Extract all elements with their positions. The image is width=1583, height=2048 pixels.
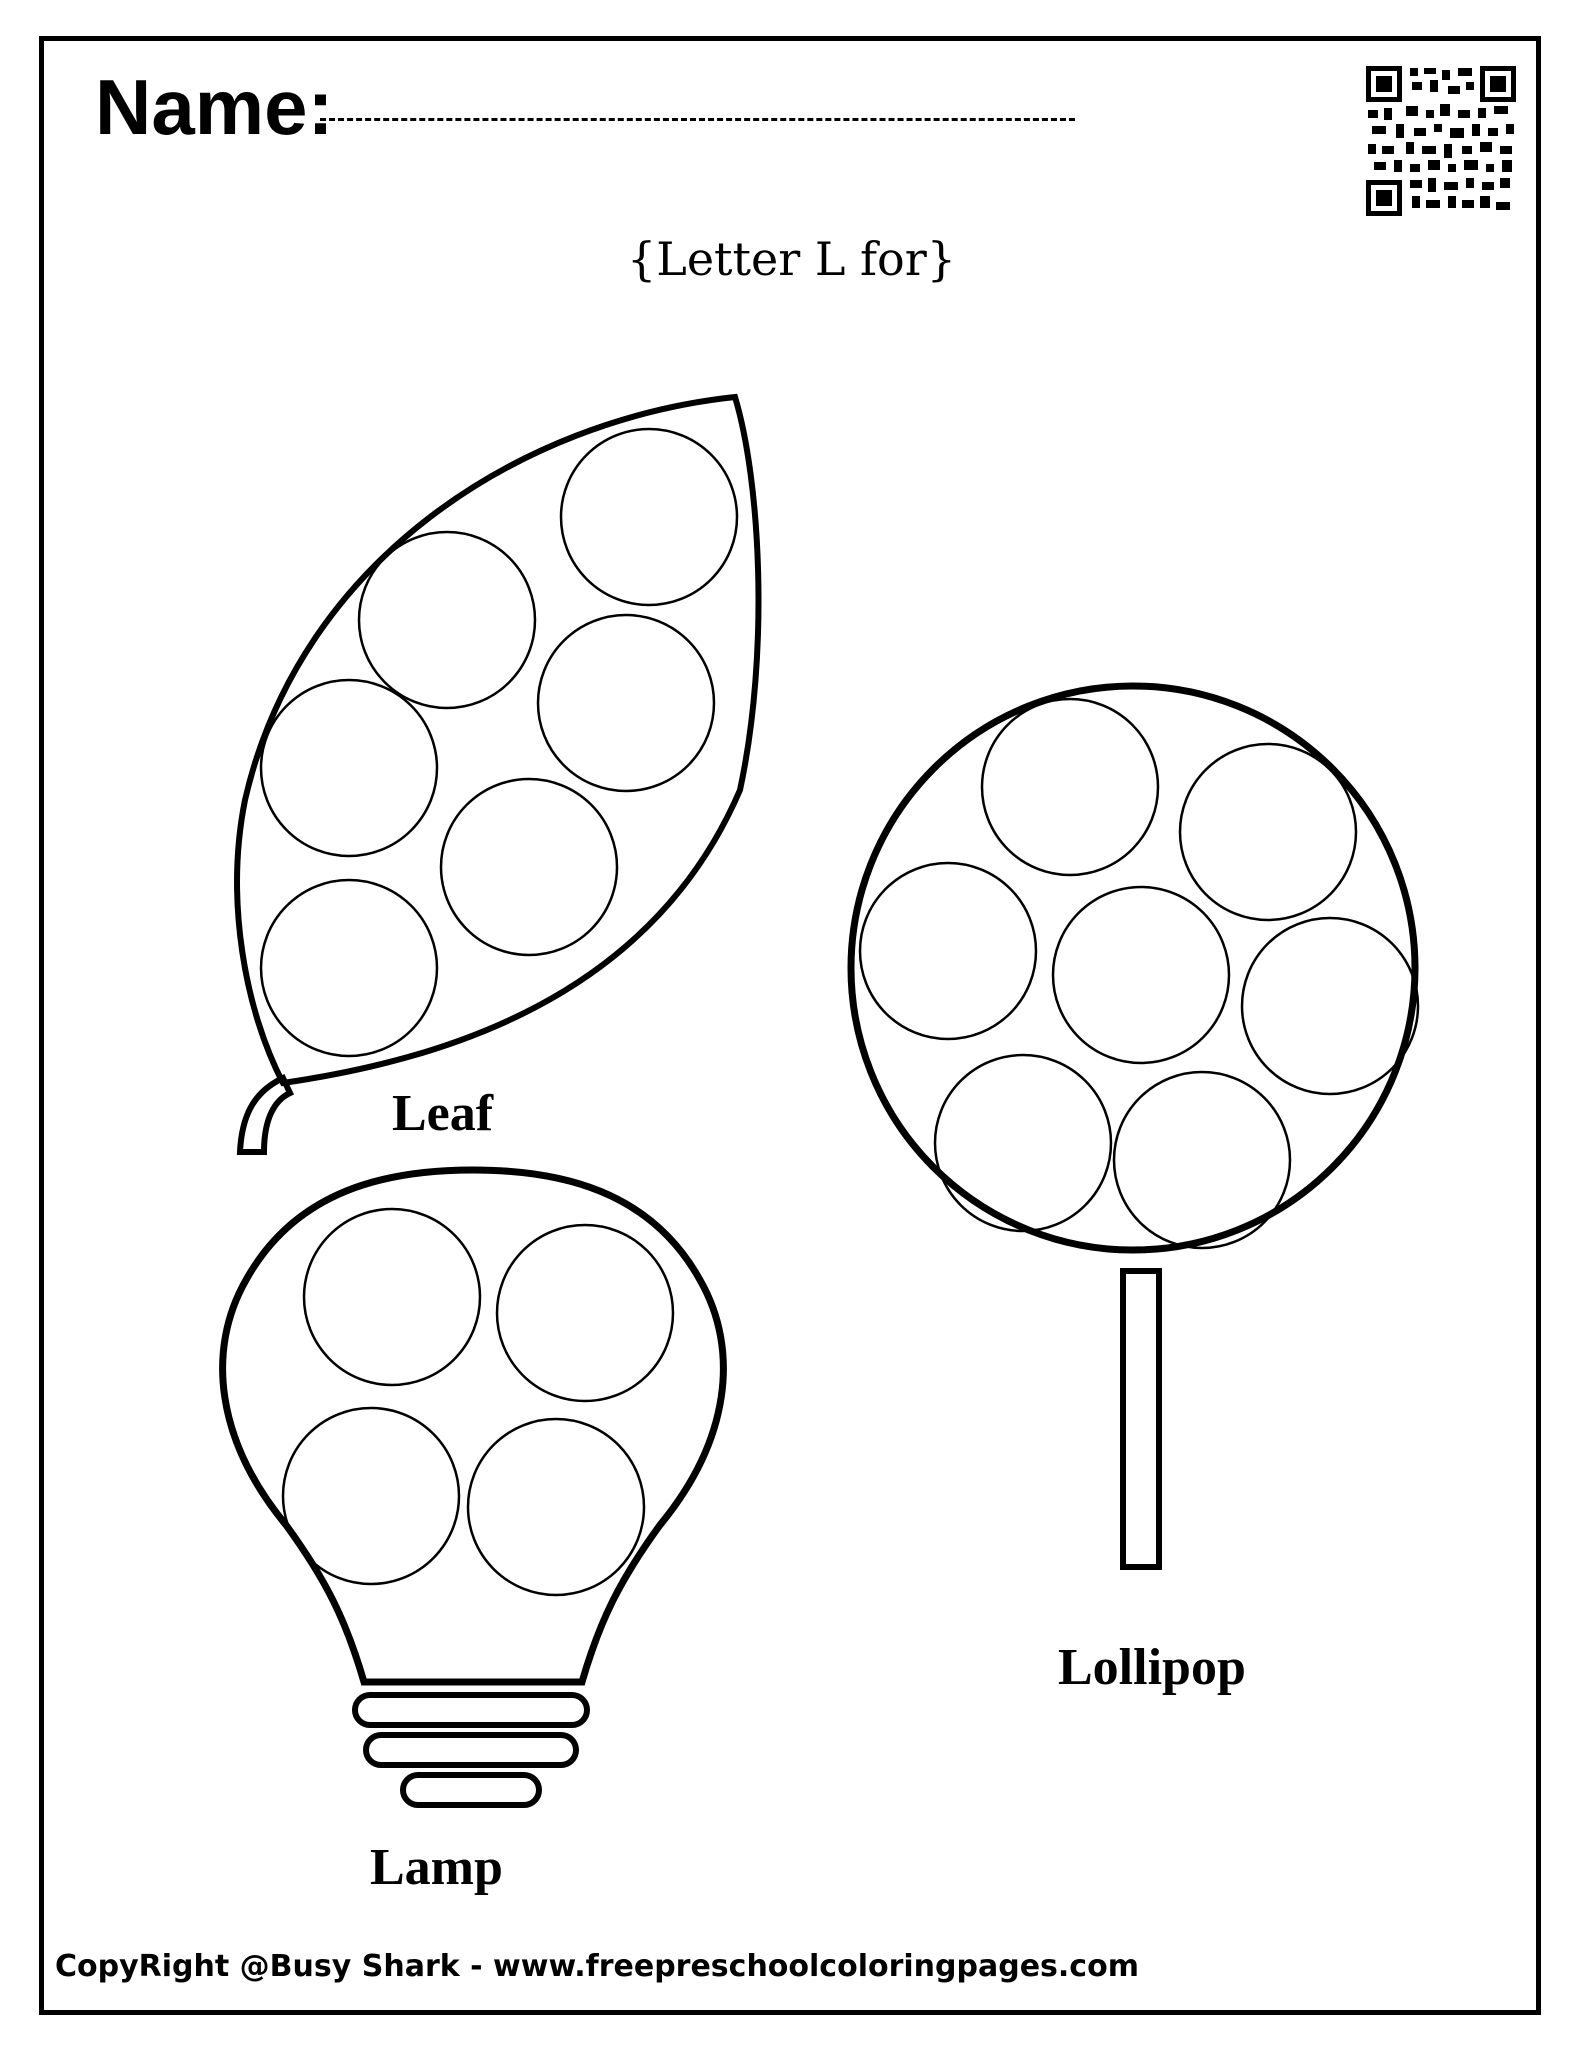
dot-circle	[495, 1223, 675, 1403]
dot-circle	[858, 861, 1038, 1041]
dot-circle	[1178, 742, 1358, 922]
lamp-dots	[281, 1207, 675, 1597]
dot-circle	[559, 427, 739, 607]
dot-circle	[980, 697, 1160, 877]
copyright-footer: CopyRight @Busy Shark - www.freepreschoo…	[55, 1949, 1139, 1984]
lamp-base-ring	[400, 1772, 542, 1808]
lollipop-drawing	[847, 682, 1420, 1570]
lollipop-stick	[1120, 1268, 1162, 1570]
dot-circle	[933, 1053, 1113, 1233]
worksheet-subtitle: {Letter L for}	[627, 232, 956, 286]
dot-circle	[259, 678, 439, 858]
dot-circle	[466, 1417, 646, 1597]
qr-code-icon	[1366, 66, 1516, 216]
leaf-drawing	[234, 393, 762, 1155]
dot-circle	[439, 777, 619, 957]
dot-circle	[302, 1207, 482, 1387]
leaf-stem	[236, 1073, 294, 1155]
lamp-base-ring	[363, 1732, 579, 1768]
lollipop-dots	[858, 697, 1420, 1250]
dot-circle	[357, 530, 537, 710]
dot-circle	[1240, 916, 1420, 1096]
name-label: Name:	[95, 63, 334, 151]
lollipop-candy-outline	[847, 682, 1419, 1254]
dot-circle	[1112, 1070, 1292, 1250]
item-label-leaf: Leaf	[392, 1085, 494, 1142]
item-label-lollipop: Lollipop	[1058, 1639, 1246, 1696]
dot-circle	[259, 878, 439, 1058]
dot-circle	[1051, 885, 1231, 1065]
leaf-outline	[234, 393, 762, 1087]
lamp-drawing	[219, 1166, 727, 1808]
name-writing-line	[320, 118, 1075, 121]
dot-circle	[281, 1406, 461, 1586]
leaf-dots	[259, 427, 739, 1058]
page-border	[39, 36, 1541, 2015]
lamp-base-ring	[352, 1692, 590, 1728]
lamp-bulb-outline	[219, 1166, 727, 1686]
item-label-lamp: Lamp	[370, 1839, 503, 1896]
dot-circle	[536, 613, 716, 793]
